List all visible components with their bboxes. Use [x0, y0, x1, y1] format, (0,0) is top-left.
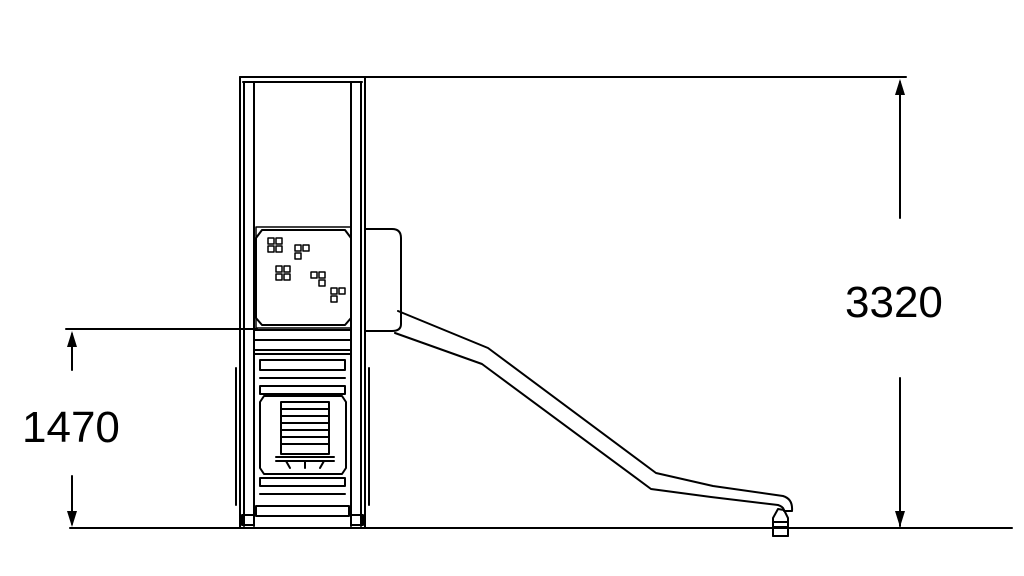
ladder-steps [255, 359, 350, 517]
total-height-dimension [364, 76, 907, 527]
arrowhead-total-bottom [895, 511, 905, 527]
climbing-panel [255, 226, 352, 329]
climbing-grips [267, 237, 346, 303]
arrowhead-platform-top [67, 331, 77, 347]
side-panel [259, 395, 347, 475]
slide-exit-foot [772, 508, 789, 528]
platform-deck [253, 329, 352, 355]
slide-chute [394, 310, 794, 512]
arrowhead-total-top [895, 79, 905, 95]
platform-height-label: 1470 [22, 403, 120, 452]
arrowhead-platform-bottom [67, 511, 77, 527]
total-height-label: 3320 [845, 278, 943, 327]
slide-hood [364, 228, 402, 332]
